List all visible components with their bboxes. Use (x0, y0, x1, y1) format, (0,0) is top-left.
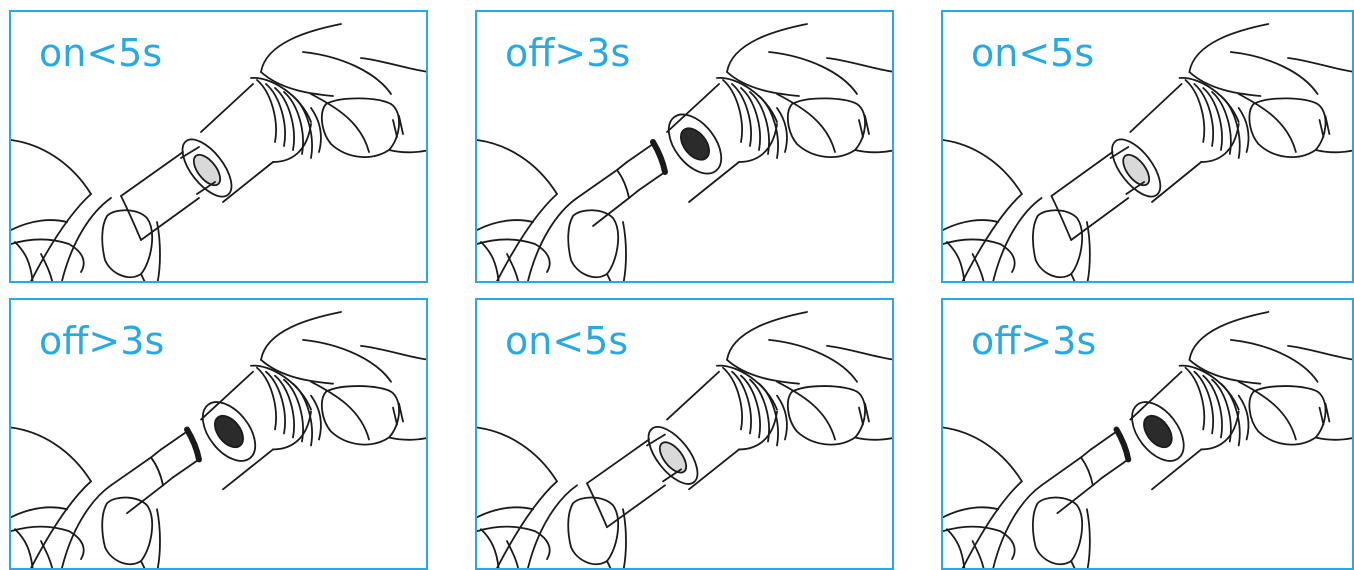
step-panel: off>3s (475, 10, 894, 283)
plug-tip (1122, 153, 1151, 187)
upper-hand-drawing (260, 311, 426, 446)
dc-plug (120, 146, 216, 241)
plug-illustration (477, 23, 892, 281)
dc-plug (1040, 426, 1132, 515)
step-panel: off>3s (9, 298, 428, 570)
upper-hand-drawing (726, 23, 892, 158)
lower-hand-drawing (943, 139, 1091, 281)
plug-illustration (943, 23, 1352, 281)
jack-opening (667, 113, 723, 175)
dc-jack-sleeve (200, 364, 313, 491)
dc-plug (586, 433, 682, 529)
jack-hole (1143, 414, 1173, 449)
dc-plug (576, 139, 668, 227)
dc-jack-sleeve (1129, 77, 1241, 203)
upper-hand-drawing (1188, 23, 1352, 158)
plug-illustration (11, 311, 426, 568)
upper-hand-drawing (260, 23, 426, 158)
step-timing-label: on<5s (971, 31, 1095, 75)
jack-opening (647, 426, 699, 485)
jack-opening (1131, 401, 1185, 462)
plug-illustration (477, 311, 892, 568)
dc-jack-sleeve (666, 77, 779, 203)
step-timing-label: on<5s (39, 31, 163, 75)
dc-jack-sleeve (1129, 364, 1241, 491)
step-timing-label: on<5s (505, 319, 629, 363)
step-panel: on<5s (9, 10, 428, 283)
jack-hole (214, 414, 244, 449)
lower-hand-drawing (11, 426, 161, 568)
dc-plug (110, 426, 202, 515)
dc-plug (1050, 146, 1145, 241)
upper-hand-drawing (726, 311, 892, 446)
dc-jack-sleeve (200, 77, 313, 203)
lower-hand-drawing (477, 139, 627, 281)
lower-hand-drawing (943, 426, 1091, 568)
plug-illustration (11, 23, 426, 281)
lower-hand-drawing (11, 139, 161, 281)
step-timing-label: off>3s (39, 319, 165, 363)
step-panel: off>3s (941, 298, 1354, 570)
upper-hand-drawing (1188, 311, 1352, 446)
step-timing-label: off>3s (505, 31, 631, 75)
step-panel: on<5s (475, 298, 894, 570)
step-timing-label: off>3s (971, 319, 1097, 363)
plug-tip (192, 153, 222, 187)
plug-illustration (943, 311, 1352, 568)
plug-tip (658, 441, 688, 474)
jack-opening (1111, 138, 1162, 198)
jack-opening (201, 401, 257, 462)
lower-hand-drawing (477, 426, 627, 568)
dc-jack-sleeve (666, 364, 779, 491)
jack-opening (181, 138, 233, 198)
step-panel: on<5s (941, 10, 1354, 283)
jack-hole (680, 127, 710, 161)
